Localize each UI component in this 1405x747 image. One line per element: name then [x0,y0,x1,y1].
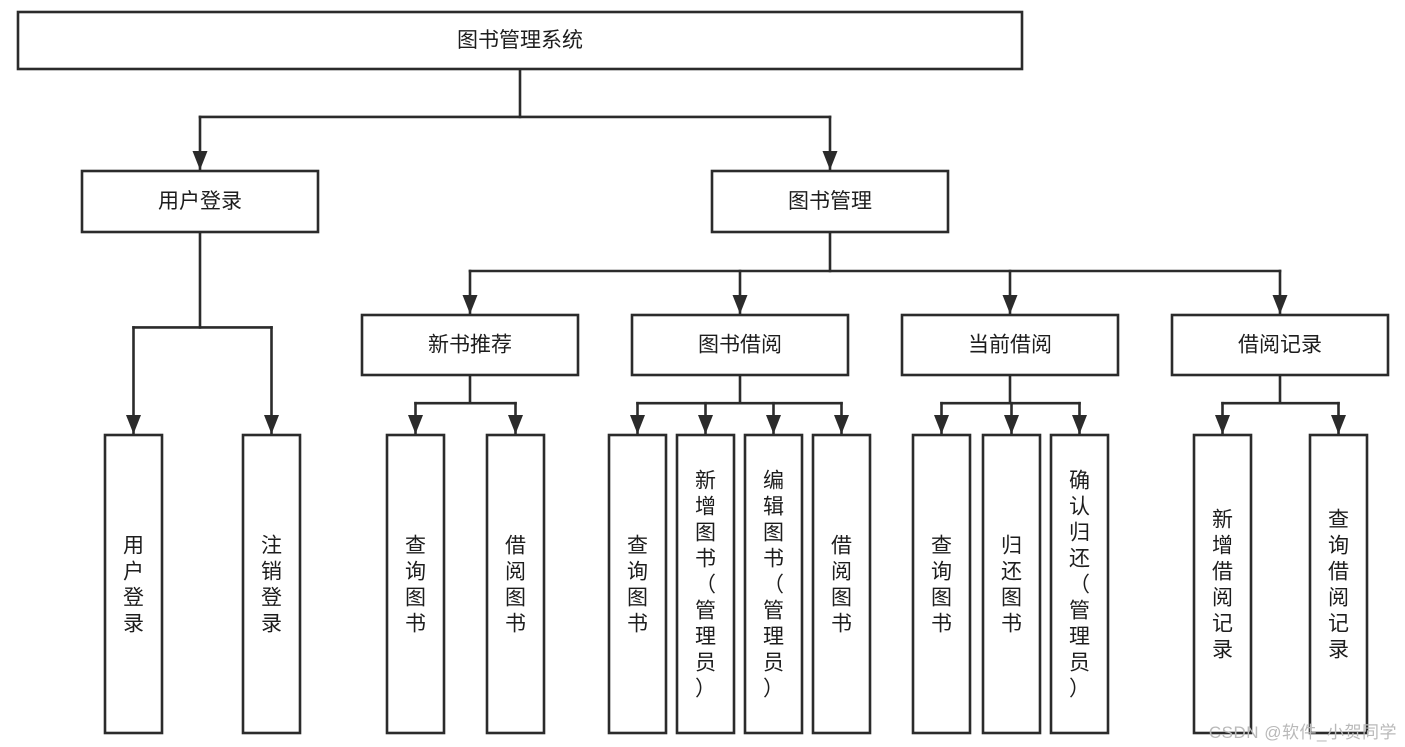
node-label: 借阅图书 [505,534,526,635]
node-box [811,433,872,735]
node-box [80,169,320,234]
node-label: 用户登录 [158,190,242,213]
node-l-edit-book[interactable]: 编辑图书（管理员） [743,433,804,735]
node-box [241,433,302,735]
node-l-confirm-return[interactable]: 确认归还（管理员） [1049,433,1110,735]
node-box [630,313,850,377]
arrow-head-icon [732,295,748,314]
arrow-head-icon [1272,295,1288,314]
node-box [1308,433,1369,735]
node-l-add-book[interactable]: 新增图书（管理员） [675,433,736,735]
node-box [360,313,580,377]
arrow-head-icon [698,415,713,434]
node-label: 查询图书 [931,534,952,635]
node-l-user-login[interactable]: 用户登录 [103,433,164,735]
arrow-head-icon [1004,415,1019,434]
arrow-head-icon [1215,415,1230,434]
node-label: 查询图书 [627,534,648,635]
node-label: 查询借阅记录 [1328,508,1349,661]
node-box [103,433,164,735]
node-box [1170,313,1390,377]
node-l-borrow-book-2[interactable]: 借阅图书 [811,433,872,735]
arrow-head-icon [264,415,279,434]
node-box [900,313,1120,377]
node-label: 新增借阅记录 [1212,508,1233,661]
arrow-head-icon [834,415,849,434]
node-label: 借阅记录 [1238,334,1322,357]
arrow-head-icon [1002,295,1018,314]
node-label: 图书管理 [788,190,872,213]
arrow-head-icon [1072,415,1087,434]
node-label: 编辑图书（管理员） [763,469,784,700]
node-layer: 图书管理系统用户登录图书管理新书推荐图书借阅当前借阅借阅记录用户登录注销登录查询… [16,10,1390,735]
node-box [607,433,668,735]
node-l-query-book-2[interactable]: 查询图书 [607,433,668,735]
node-box [385,433,446,735]
node-label: 查询图书 [405,534,426,635]
arrow-head-icon [934,415,949,434]
node-l-query-record[interactable]: 查询借阅记录 [1308,433,1369,735]
arrow-head-icon [462,295,478,314]
arrow-head-icon [630,415,645,434]
node-n-book-borrow[interactable]: 图书借阅 [630,313,850,377]
node-box [710,169,950,234]
arrow-head-icon [1331,415,1346,434]
arrow-head-icon [408,415,423,434]
node-n-user-login[interactable]: 用户登录 [80,169,320,234]
node-label: 新增图书（管理员） [695,469,716,700]
node-label: 当前借阅 [968,334,1052,357]
node-l-return-book[interactable]: 归还图书 [981,433,1042,735]
node-n-new-book-rec[interactable]: 新书推荐 [360,313,580,377]
node-l-borrow-book-1[interactable]: 借阅图书 [485,433,546,735]
node-label: 图书管理系统 [457,29,583,52]
connector-layer [126,67,1346,436]
node-l-query-book-1[interactable]: 查询图书 [385,433,446,735]
node-l-add-record[interactable]: 新增借阅记录 [1192,433,1253,735]
node-n-current-borrow[interactable]: 当前借阅 [900,313,1120,377]
node-label: 新书推荐 [428,334,512,357]
arrow-head-icon [508,415,523,434]
node-l-user-logout[interactable]: 注销登录 [241,433,302,735]
node-box [1049,433,1110,735]
node-n-borrow-record[interactable]: 借阅记录 [1170,313,1390,377]
arrow-head-icon [192,151,208,170]
node-box [981,433,1042,735]
node-box [485,433,546,735]
node-box [16,10,1024,71]
node-label: 用户登录 [123,534,144,635]
node-label: 借阅图书 [831,534,852,635]
node-box [911,433,972,735]
node-label: 归还图书 [1001,534,1022,635]
arrow-head-icon [822,151,838,170]
node-box [743,433,804,735]
node-l-query-book-3[interactable]: 查询图书 [911,433,972,735]
node-label: 图书借阅 [698,334,782,357]
node-box [1192,433,1253,735]
arrow-head-icon [766,415,781,434]
node-box [675,433,736,735]
arrow-head-icon [126,415,141,434]
node-root[interactable]: 图书管理系统 [16,10,1024,71]
node-label: 注销登录 [261,534,282,635]
node-label: 确认归还（管理员） [1069,469,1090,700]
node-n-book-mgmt[interactable]: 图书管理 [710,169,950,234]
